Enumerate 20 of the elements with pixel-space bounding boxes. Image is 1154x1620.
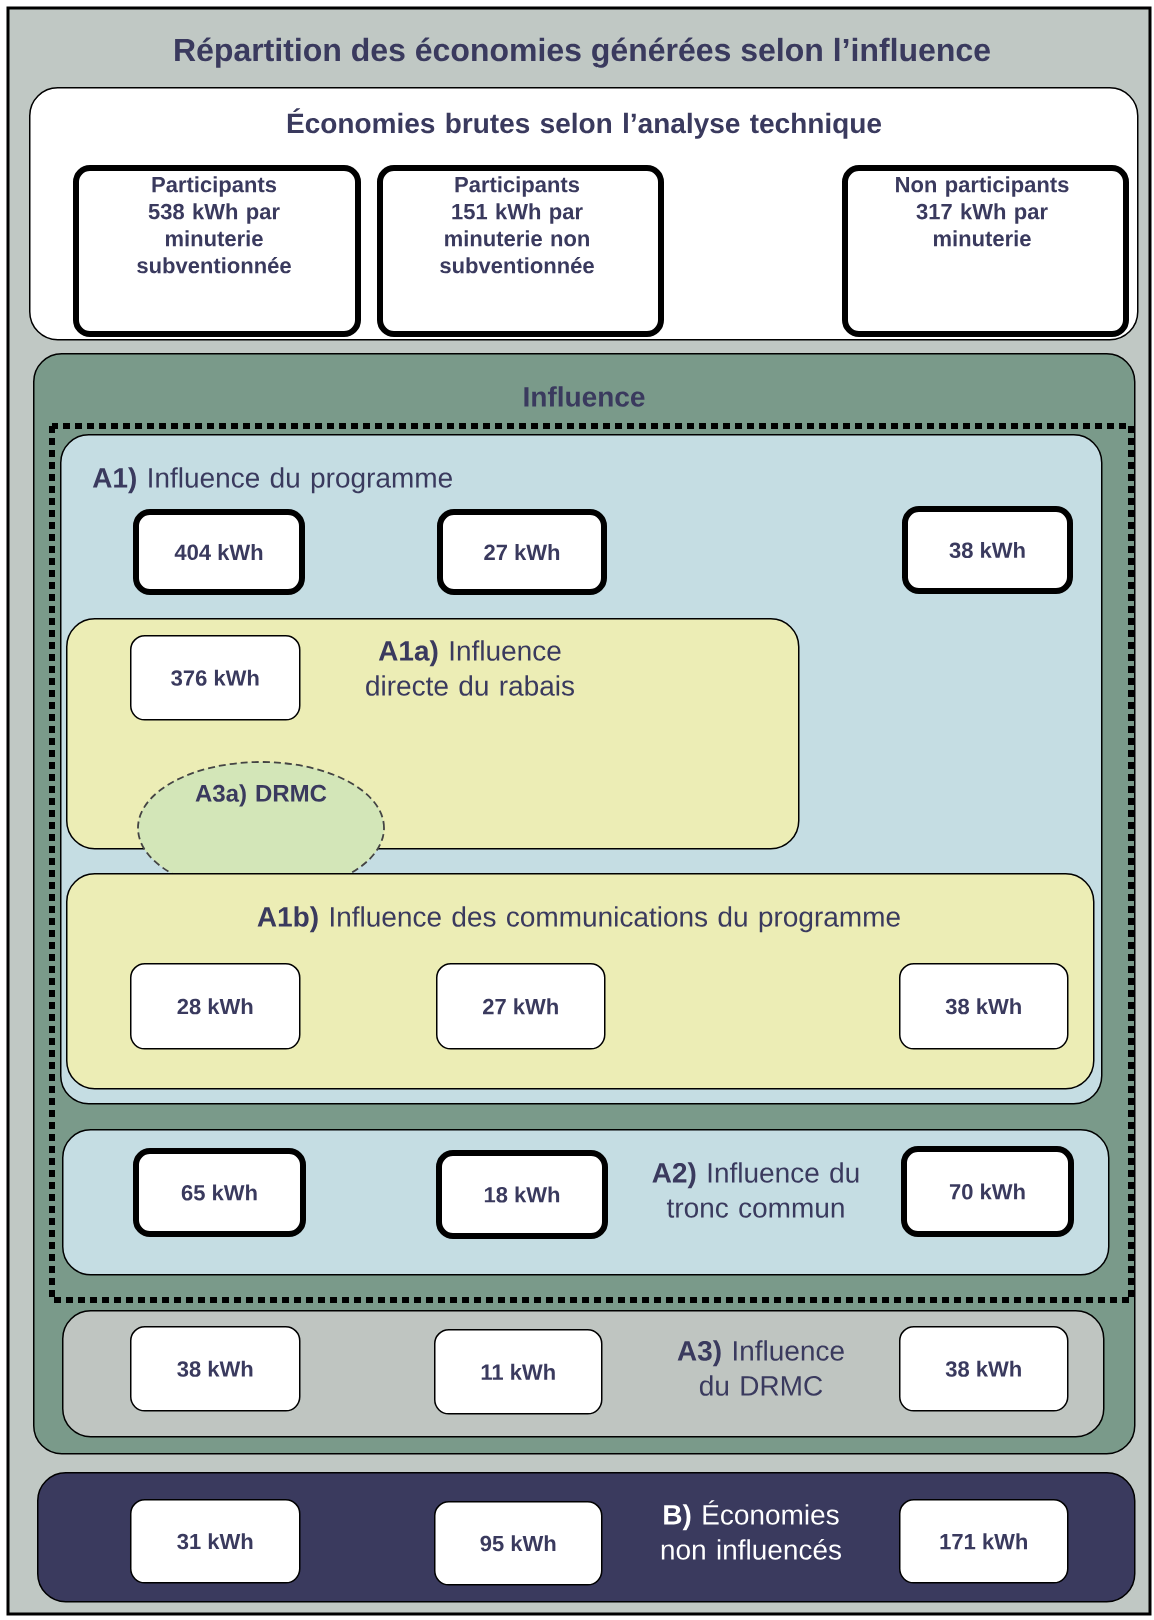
- value-box: 38 kWh: [899, 1326, 1069, 1412]
- value-box: 95 kWh: [434, 1501, 603, 1586]
- value-box: Participants 151 kWh par minuterie non subventionnée: [377, 165, 664, 337]
- value-box: 28 kWh: [130, 963, 301, 1050]
- value-box: Participants 538 kWh par minuterie subventionnée: [73, 165, 361, 337]
- value-box: 404 kWh: [133, 509, 305, 595]
- value-box: 376 kWh: [130, 635, 301, 721]
- value-box: 11 kWh: [434, 1329, 603, 1415]
- value-box: 70 kWh: [901, 1146, 1074, 1237]
- value-box: 38 kWh: [902, 506, 1073, 594]
- value-box: 171 kWh: [899, 1499, 1069, 1584]
- value-box: 31 kWh: [130, 1499, 301, 1584]
- value-box: 38 kWh: [130, 1326, 301, 1412]
- value-box: 27 kWh: [437, 509, 607, 595]
- value-box: 27 kWh: [436, 963, 606, 1050]
- value-box: 65 kWh: [133, 1148, 306, 1237]
- value-box: Non participants 317 kWh par minuterie: [842, 165, 1129, 337]
- value-box: 38 kWh: [899, 963, 1069, 1050]
- value-box: 18 kWh: [436, 1150, 608, 1239]
- title: Répartition des économies générées selon l’influence: [175, 37, 990, 68]
